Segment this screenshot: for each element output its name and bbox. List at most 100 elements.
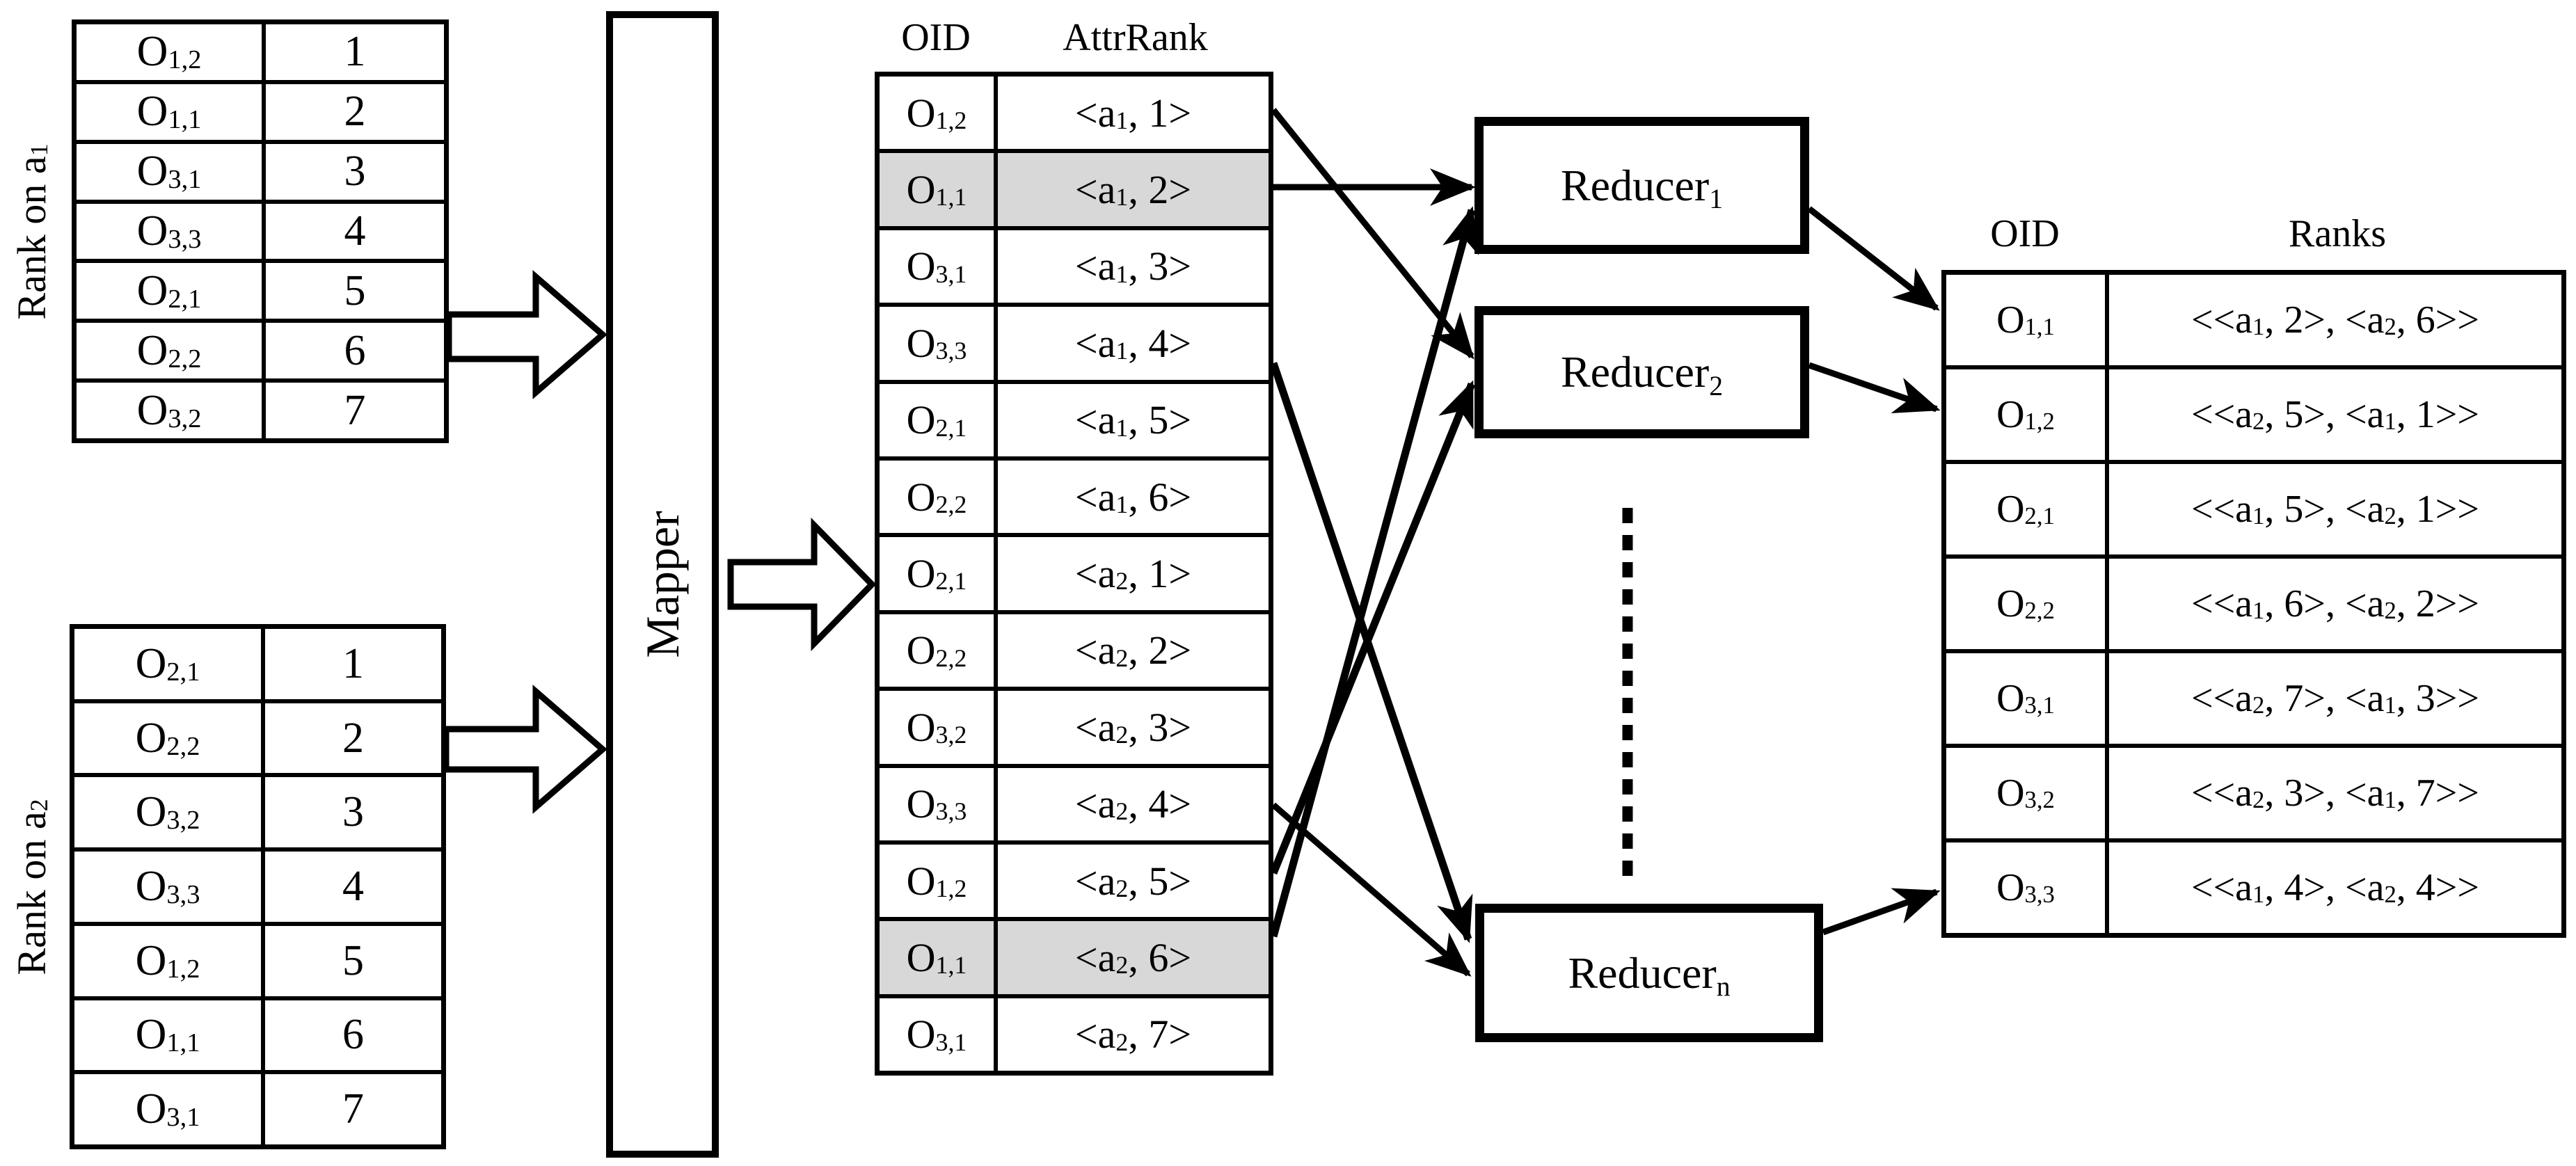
- rank-cell: 5: [344, 266, 366, 314]
- rank-cell: 6: [342, 1011, 364, 1059]
- mapper-label: Mapper: [635, 511, 689, 658]
- arrow-reducern-to-output-row7: [1822, 888, 1941, 936]
- shuffle-arrow-row11-to-reducer2: [1269, 380, 1476, 875]
- rank-cell: 7: [344, 386, 366, 434]
- rank-cell: 1: [344, 28, 366, 76]
- reducer-2-label: Reducer2: [1560, 347, 1724, 401]
- rank-cell: 7: [342, 1085, 364, 1133]
- shuffle-arrow-row10-to-reducern: [1271, 802, 1472, 977]
- block-arrow-rank-a1-to-mapper: [445, 270, 607, 399]
- arrow-reducer1-to-output-row1: [1807, 206, 1940, 311]
- reducer-n-box: Reducern: [1475, 904, 1823, 1042]
- shuffle-arrow-row1-to-reducer2: [1271, 108, 1474, 360]
- shuffle-arrow-row4-to-reducern: [1269, 362, 1473, 943]
- reducer-1-label: Reducer1: [1560, 160, 1724, 215]
- output-table-oid-header: OID: [1990, 212, 2060, 255]
- block-arrow-mapper-to-attrrank-table: [727, 517, 877, 652]
- middle-table-oid-header: OID: [901, 16, 971, 59]
- rank-cell: 6: [344, 326, 366, 374]
- reducer-2-box: Reducer2: [1474, 306, 1809, 438]
- rank-cell: 1: [342, 639, 364, 687]
- rank-cell: 4: [342, 863, 364, 911]
- reducer-1-box: Reducer1: [1474, 117, 1809, 254]
- arrow-reducer2-to-output-row2: [1808, 362, 1941, 413]
